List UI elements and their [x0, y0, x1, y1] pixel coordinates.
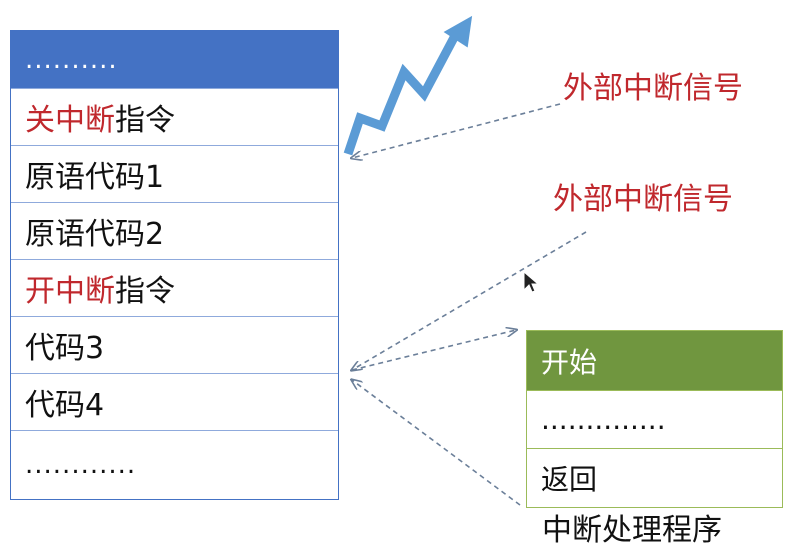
mouse-pointer-icon	[523, 270, 540, 293]
program-row-highlight: 关中断	[25, 103, 115, 138]
handler-row-text: 返回	[541, 463, 598, 496]
handler-row-ellipsis: ..............	[527, 391, 782, 449]
program-row-ellipsis-bottom: ............	[11, 431, 338, 499]
program-row-code-4: 代码4	[11, 374, 338, 431]
handler-row-start: 开始	[527, 331, 782, 391]
main-program-column: .......... 关中断指令 原语代码1 原语代码2 开中断指令 代码3 代…	[10, 30, 339, 500]
zigzag-arrow-icon	[343, 15, 473, 156]
handler-row-text: ..............	[541, 403, 666, 436]
program-row-text: 代码4	[25, 388, 105, 423]
program-row-code-3: 代码3	[11, 317, 338, 374]
program-row-text: 原语代码2	[25, 217, 165, 252]
program-row-ellipsis-top: ..........	[11, 31, 338, 89]
program-row-text: 指令	[115, 103, 175, 138]
handler-row-return: 返回	[527, 449, 782, 507]
interrupt-handler-box: 开始 .............. 返回	[526, 330, 783, 508]
program-row-highlight: 开中断	[25, 274, 115, 309]
program-row-disable-interrupt: 关中断指令	[11, 89, 338, 146]
program-row-text: 原语代码1	[25, 160, 165, 195]
program-row-primitive-code-1: 原语代码1	[11, 146, 338, 203]
program-row-enable-interrupt: 开中断指令	[11, 260, 338, 317]
program-row-text: 代码3	[25, 331, 105, 366]
handler-row-text: 开始	[541, 345, 598, 379]
external-signal-label-2: 外部中断信号	[553, 182, 733, 217]
program-row-text: 指令	[115, 274, 175, 309]
external-signal-label-1: 外部中断信号	[563, 71, 743, 106]
signal-1-arrow	[352, 103, 561, 158]
program-row-text: ..........	[25, 44, 118, 75]
program-row-primitive-code-2: 原语代码2	[11, 203, 338, 260]
handler-caption: 中断处理程序	[542, 513, 722, 548]
return-from-handler-arrow	[352, 380, 521, 506]
program-row-text: ............	[25, 450, 137, 480]
jump-to-handler-arrow	[351, 330, 516, 371]
